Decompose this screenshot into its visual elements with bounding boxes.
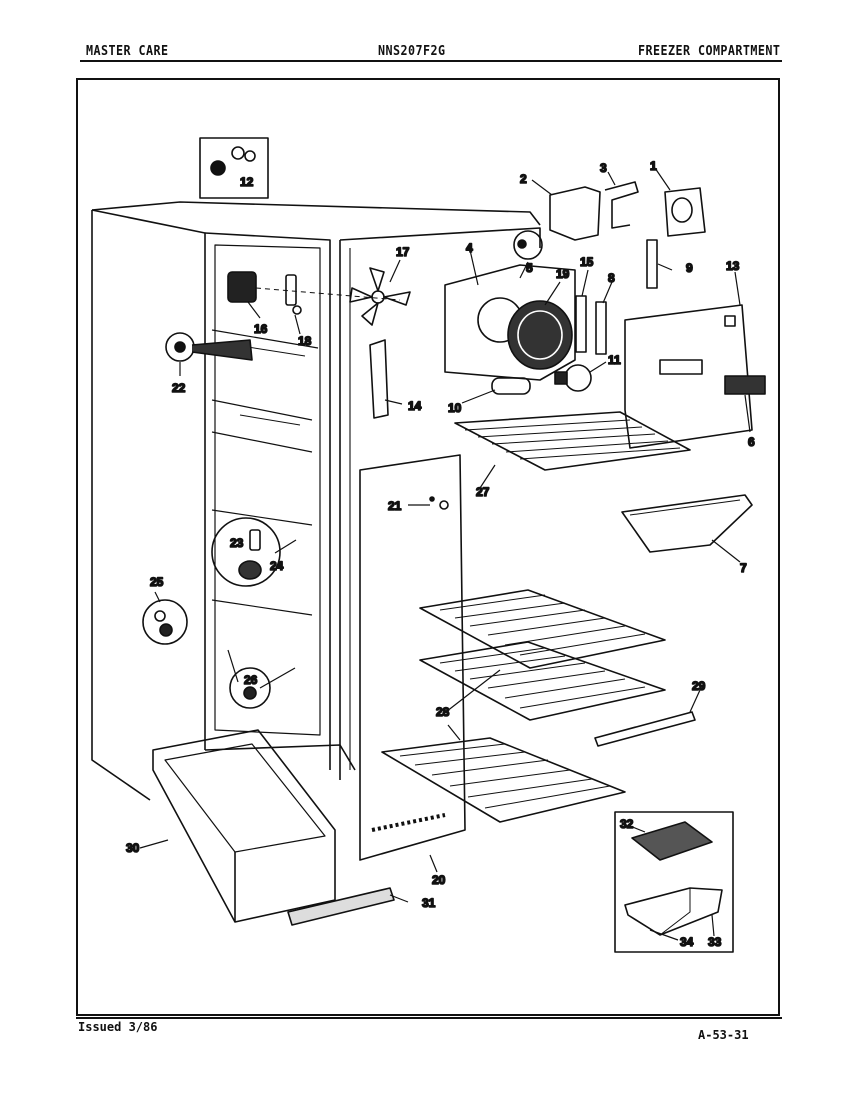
part-5 [513,230,543,260]
part-10 [491,377,531,395]
callout-25: 25 [150,575,164,589]
diagram-frame [76,78,780,1016]
callout-31: 31 [422,896,436,910]
part-21 [429,496,449,510]
part-29-strip [594,711,696,747]
callout-13: 13 [726,259,740,273]
part-3 [604,181,639,229]
callout-7: 7 [740,561,747,575]
parts-32-34-box [614,811,734,953]
part-28-shelf-upper [419,589,666,669]
part-28-shelf-lower [419,641,666,721]
callout-22: 22 [172,381,186,395]
callout-29: 29 [692,679,706,693]
callout-28: 28 [436,705,450,719]
parts-23-24-circle [211,517,281,587]
part-14 [369,339,389,419]
part-7-tray [621,494,753,553]
callout-32: 32 [620,817,634,831]
part-17-fan [349,267,411,326]
callout-6: 6 [748,435,755,449]
header-brand: MASTER CARE [86,44,169,59]
header-model: NNS207F2G [378,44,446,59]
callout-labels: 1 2 3 4 5 6 7 8 9 10 11 12 13 14 15 16 1… [125,158,756,950]
part-16 [227,271,401,303]
callout-26: 26 [244,673,258,687]
part-13-panel [624,304,753,449]
callout-21: 21 [388,499,402,513]
callout-23: 23 [230,536,244,550]
part-19-grille [507,300,573,370]
callout-16: 16 [254,322,268,336]
part-27-shelf [454,411,691,471]
part-18 [285,274,302,315]
part-31-strip [287,887,395,926]
callout-17: 17 [396,245,410,259]
callout-5: 5 [526,261,533,275]
callout-34: 34 [680,935,694,949]
part-9 [646,239,658,289]
callout-11: 11 [608,353,621,367]
part-22 [165,332,253,362]
part-26-circle [229,667,271,709]
part-6 [724,375,766,395]
part-30-bin [152,729,336,923]
footer-issued: Issued 3/86 [78,1020,158,1034]
part-1 [664,187,706,237]
part-2 [549,186,601,241]
callout-19: 19 [556,267,570,281]
part-12-box [199,137,269,199]
part-11 [554,364,592,392]
leader-lines [139,167,751,941]
part-25-circle [142,599,188,645]
callout-14: 14 [408,399,422,413]
callout-20: 20 [432,873,446,887]
callout-24: 24 [270,559,284,573]
part-15 [575,295,587,353]
callout-30: 30 [126,841,140,855]
part-8 [595,301,607,355]
callout-18: 18 [298,334,312,348]
callout-33: 33 [708,935,722,949]
callout-10: 10 [448,401,462,415]
part-20-liner [359,454,466,861]
callout-12: 12 [240,175,254,189]
callout-3: 3 [600,161,607,175]
callout-1: 1 [650,159,657,173]
callout-2: 2 [520,172,527,186]
footer-rule [76,1017,782,1019]
bottom-shelf [381,737,626,823]
callout-9: 9 [686,261,693,275]
header-section: FREEZER COMPARTMENT [638,44,781,59]
header-rule [80,60,782,62]
callout-27: 27 [476,485,490,499]
cabinet [91,201,541,801]
callout-8: 8 [608,271,615,285]
callout-15: 15 [580,255,594,269]
callout-4: 4 [466,241,473,255]
footer-code: A-53-31 [698,1028,749,1042]
